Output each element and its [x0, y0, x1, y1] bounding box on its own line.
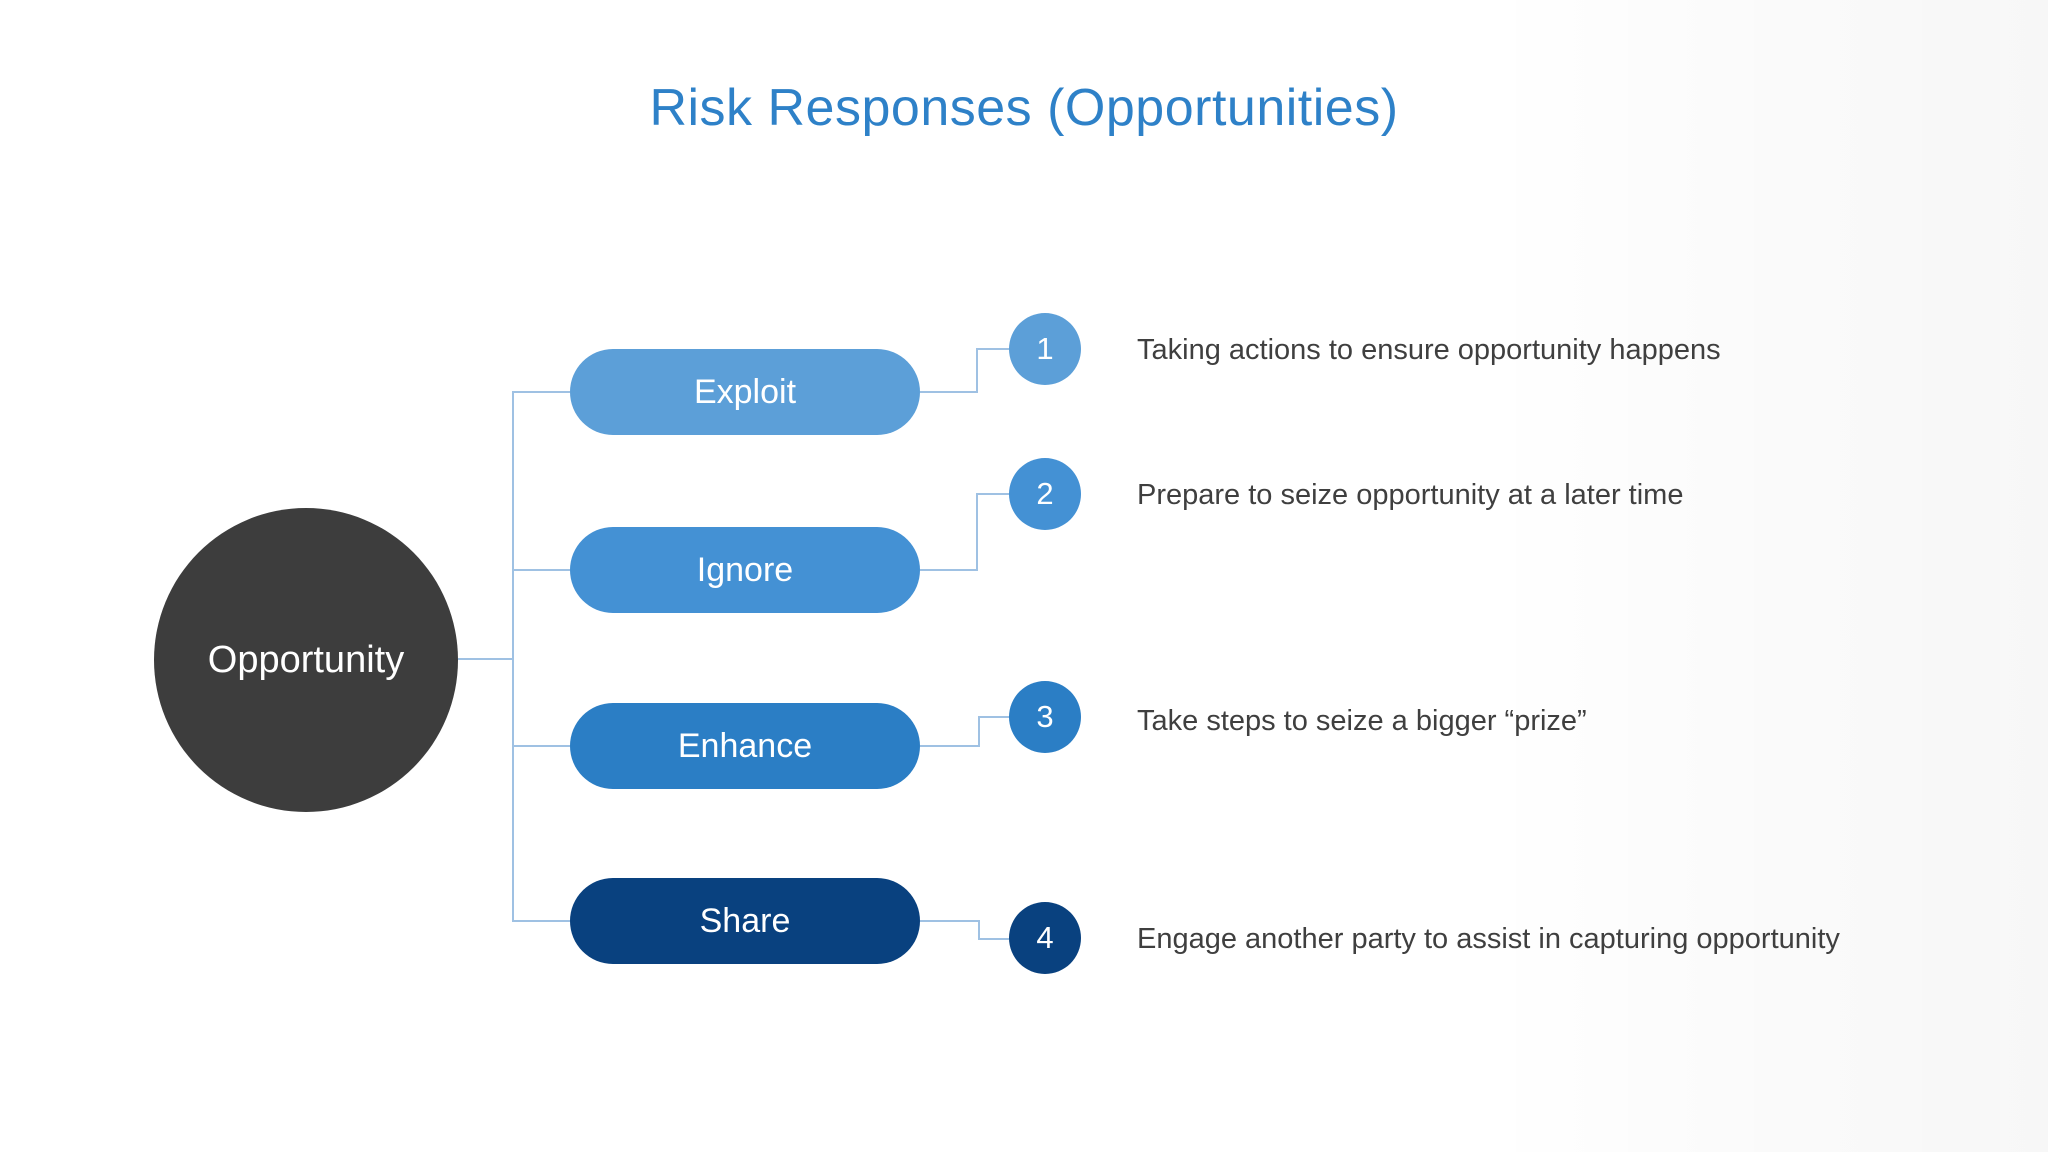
description-1: Taking actions to ensure opportunity hap… [1137, 334, 1721, 366]
node-ignore: Ignore [570, 527, 920, 613]
connector-right-1-into-badge [976, 348, 1009, 350]
node-ignore-label: Ignore [696, 550, 794, 589]
node-exploit-label: Exploit [693, 372, 797, 411]
connector-right-4-into-badge [978, 938, 1009, 940]
number-badge-1: 1 [1009, 313, 1081, 385]
node-share-label: Share [699, 901, 791, 940]
center-node-opportunity: Opportunity [154, 508, 458, 812]
connector-right-2-into-badge [976, 493, 1009, 495]
connector-right-4-vertical [978, 920, 980, 940]
connector-right-3-into-badge [978, 716, 1009, 718]
number-badge-4: 4 [1009, 902, 1081, 974]
node-enhance-label: Enhance [677, 726, 813, 765]
connector-right-1-vertical [976, 348, 978, 393]
number-badge-3: 3 [1009, 681, 1081, 753]
node-enhance: Enhance [570, 703, 920, 789]
connector-trunk [512, 391, 514, 922]
connector-right-1-horizontal [920, 391, 978, 393]
node-exploit: Exploit [570, 349, 920, 435]
connector-branch-4 [514, 920, 570, 922]
center-node-label: Opportunity [207, 638, 405, 681]
number-badge-2: 2 [1009, 458, 1081, 530]
node-share: Share [570, 878, 920, 964]
connector-branch-3 [514, 745, 570, 747]
connector-right-2-vertical [976, 493, 978, 571]
slide-title: Risk Responses (Opportunities) [649, 79, 1399, 137]
connector-right-4-horizontal [920, 920, 980, 922]
background-tint [1488, 0, 2048, 1152]
description-4: Engage another party to assist in captur… [1137, 923, 1840, 955]
connector-center-horizontal [458, 658, 512, 660]
connector-branch-1 [514, 391, 570, 393]
connector-right-2-horizontal [920, 569, 978, 571]
connector-right-3-horizontal [920, 745, 980, 747]
description-3: Take steps to seize a bigger “prize” [1137, 705, 1587, 737]
connector-right-3-vertical [978, 716, 980, 747]
connector-branch-2 [514, 569, 570, 571]
description-2: Prepare to seize opportunity at a later … [1137, 479, 1684, 511]
